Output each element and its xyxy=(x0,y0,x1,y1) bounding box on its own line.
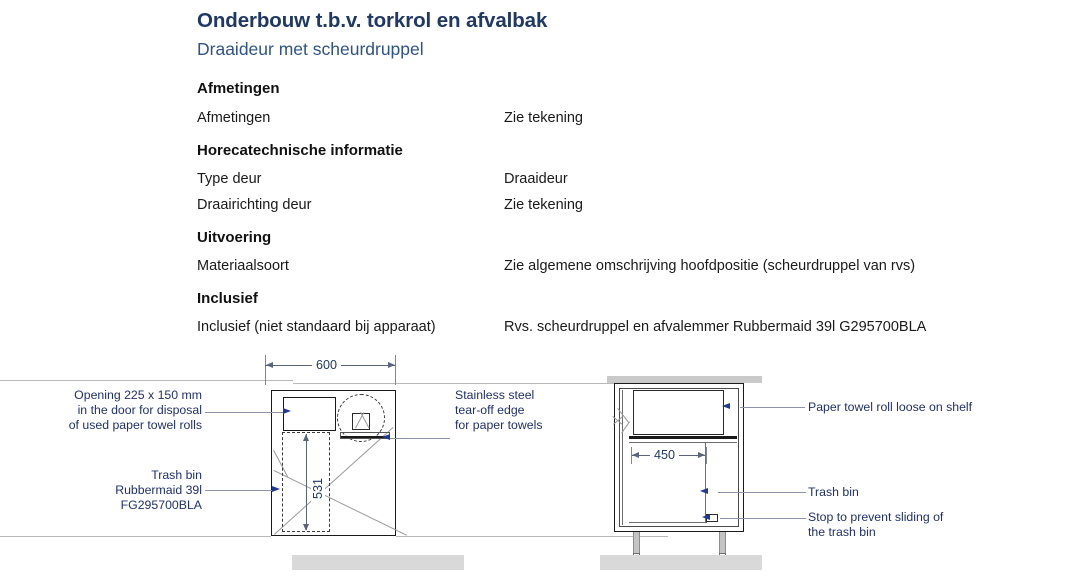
spec-group-title-horecatechnische: Horecatechnische informatie xyxy=(197,142,403,159)
note-paper-roll: Paper towel roll loose on shelf xyxy=(808,400,973,414)
page-subtitle: Draaideur met scheurdruppel xyxy=(197,39,424,59)
inner-cavity-bottom-line xyxy=(629,522,707,523)
dimension-450: 450 xyxy=(650,448,680,462)
floor-bar-side-view xyxy=(600,555,762,570)
spec-value-afmetingen: Zie tekening xyxy=(504,110,583,126)
dim-ext-left-450 xyxy=(631,447,632,464)
dimension-531: 531 xyxy=(311,474,325,502)
spec-value-materiaalsoort: Zie algemene omschrijving hoofdpositie (… xyxy=(504,258,916,274)
leg-right xyxy=(719,532,726,560)
dim-tick-left-600 xyxy=(266,362,273,368)
tear-off-edge-bar xyxy=(340,436,390,438)
cabinet-side-inner xyxy=(619,388,739,527)
dim-tick-right-600 xyxy=(388,362,395,368)
spec-label-type-deur: Type deur xyxy=(197,171,262,187)
spec-group-title-inclusief: Inclusief xyxy=(197,290,258,307)
leader-opening xyxy=(205,412,283,413)
dim-ext-right-450 xyxy=(706,447,707,464)
arrowhead-trash-bin-front xyxy=(272,486,280,492)
spec-label-inclusief: Inclusief (niet standaard bij apparaat) xyxy=(197,319,436,335)
floor-bar-front-view xyxy=(292,555,464,570)
leader-paper-roll xyxy=(740,407,805,408)
leader-tear-off-edge xyxy=(390,438,450,439)
dim-tick-left-450 xyxy=(632,452,639,458)
paper-roll-circle xyxy=(337,394,385,442)
shelf-bar xyxy=(629,436,737,439)
inner-cavity-right-line xyxy=(705,443,706,523)
leader-trash-bin-front xyxy=(205,490,273,491)
note-trash-bin-side: Trash bin xyxy=(808,485,859,499)
arrowhead-tear-off-edge xyxy=(382,434,390,440)
arrowhead-stop xyxy=(702,514,710,520)
shelf-underside xyxy=(629,442,737,443)
dim-tick-right-450 xyxy=(698,452,705,458)
spec-value-draairichting: Zie tekening xyxy=(504,197,583,213)
arrowhead-paper-roll xyxy=(722,403,730,409)
leader-trash-bin-side xyxy=(718,492,806,493)
arrowhead-trash-bin-side xyxy=(700,488,708,494)
spec-label-afmetingen: Afmetingen xyxy=(197,110,271,126)
dim-tick-bottom-531 xyxy=(303,524,309,531)
spec-value-type-deur: Draaideur xyxy=(504,171,568,187)
page-title: Onderbouw t.b.v. torkrol en afvalbak xyxy=(197,9,548,32)
leader-stop xyxy=(720,518,806,519)
note-tear-off-edge: Stainless steel tear-off edge for paper … xyxy=(455,388,543,433)
door-panel-line xyxy=(622,390,623,525)
dim-tick-top-531 xyxy=(303,434,309,441)
trash-bin-dashed-outline xyxy=(282,432,330,532)
leg-left xyxy=(633,532,640,560)
upper-compartment xyxy=(633,390,724,435)
note-trash-bin-front: Trash bin Rubbermaid 39l FG295700BLA xyxy=(115,468,202,513)
disposal-opening-rect xyxy=(283,397,336,431)
spec-label-materiaalsoort: Materiaalsoort xyxy=(197,258,289,274)
note-opening: Opening 225 x 150 mm in the door for dis… xyxy=(68,388,202,433)
arrowhead-opening xyxy=(283,408,291,414)
spec-group-title-afmetingen: Afmetingen xyxy=(197,80,280,97)
dimension-600: 600 xyxy=(312,358,342,372)
dim-ext-left-600 xyxy=(265,355,266,385)
spec-label-draairichting: Draairichting deur xyxy=(197,197,312,213)
dim-ext-right-600 xyxy=(395,355,396,385)
technical-drawings: 600 531 xyxy=(0,350,1066,588)
spec-group-title-uitvoering: Uitvoering xyxy=(197,229,272,246)
note-stop: Stop to prevent sliding of the trash bin xyxy=(808,510,944,540)
spec-value-inclusief: Rvs. scheurdruppel en afvalemmer Rubberm… xyxy=(504,319,927,335)
worktop-bar xyxy=(607,376,762,383)
dim-line-531 xyxy=(306,434,307,530)
